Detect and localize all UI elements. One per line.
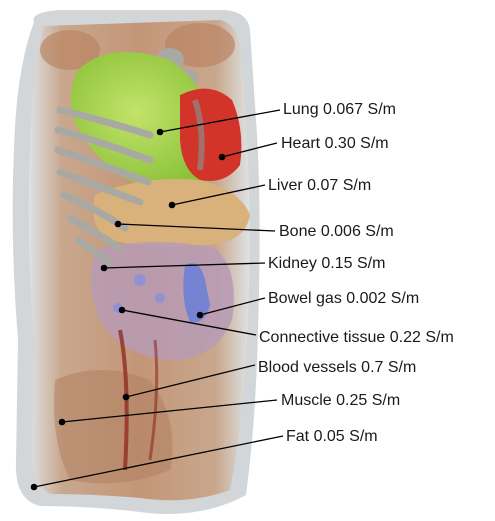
label-bowel-gas: Bowel gas 0.002 S/m [268, 290, 419, 307]
label-blood-vessels: Blood vessels 0.7 S/m [258, 359, 416, 376]
label-kidney: Kidney 0.15 S/m [268, 255, 385, 272]
label-heart: Heart 0.30 S/m [281, 135, 389, 152]
label-bone: Bone 0.006 S/m [279, 223, 394, 240]
label-muscle: Muscle 0.25 S/m [281, 392, 400, 409]
label-lung: Lung 0.067 S/m [283, 101, 396, 118]
label-liver: Liver 0.07 S/m [268, 177, 371, 194]
heart-organ [180, 89, 241, 181]
label-fat: Fat 0.05 S/m [286, 428, 378, 445]
label-connective-tissue: Connective tissue 0.22 S/m [259, 329, 454, 346]
